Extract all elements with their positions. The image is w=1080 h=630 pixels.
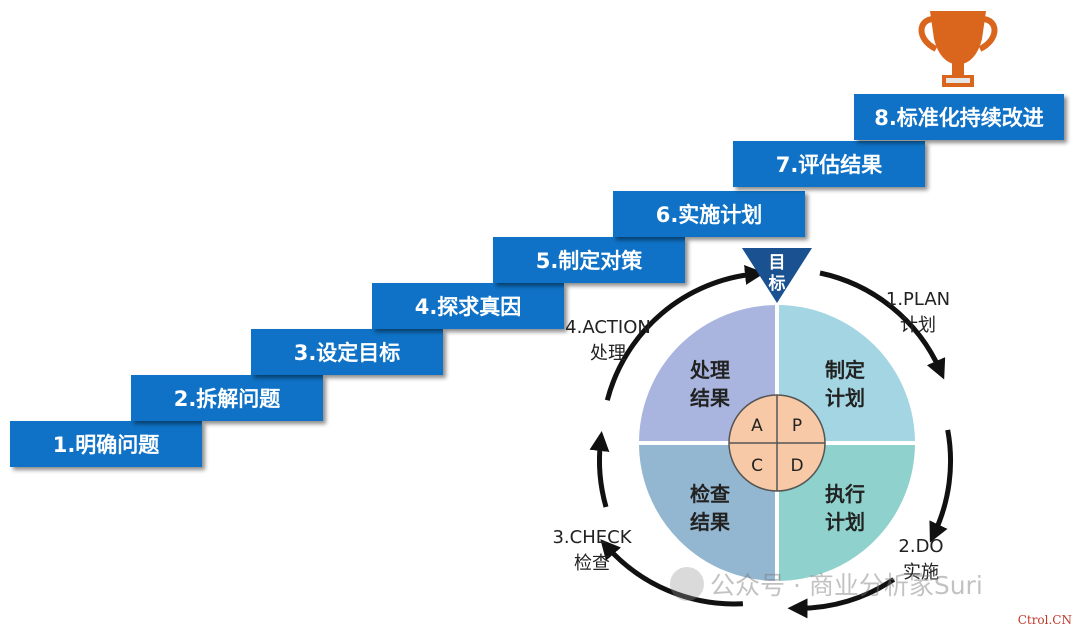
quadrant-bottom-right-label-2: 计划 <box>825 510 865 534</box>
cycle-arrow-icon <box>604 264 765 401</box>
step-8: 8.标准化持续改进 <box>854 94 1064 140</box>
cycle-arrow-icon <box>600 539 744 607</box>
center-letter-d: D <box>790 456 803 476</box>
quadrant-bottom-left <box>637 443 777 583</box>
cycle-arrow-icon <box>589 430 610 508</box>
cycle-arrow-icon <box>819 270 946 380</box>
step-2: 2.拆解问题 <box>131 375 323 421</box>
quadrant-top-left <box>637 303 777 443</box>
step-7: 7.评估结果 <box>733 141 925 187</box>
cycle-label-check-1: 3.CHECK <box>552 527 632 548</box>
step-1: 1.明确问题 <box>10 421 202 467</box>
wechat-icon <box>670 567 704 601</box>
step-3: 3.设定目标 <box>251 329 443 375</box>
cycle-arrows <box>589 264 954 619</box>
step-6: 6.实施计划 <box>613 191 805 237</box>
center-letter-a: A <box>751 416 763 436</box>
step-4: 4.探求真因 <box>372 283 564 329</box>
cycle-arrow-icon <box>929 429 954 543</box>
goal-marker-icon <box>742 248 812 303</box>
cycle-label-action-2: 处理 <box>590 343 626 364</box>
goal-marker-label-1: 目 <box>769 253 786 273</box>
quadrant-bottom-left-label-2: 结果 <box>690 510 730 534</box>
quadrant-bottom-right <box>777 443 917 583</box>
trophy-icon <box>918 11 998 87</box>
cycle-label-do-2: 实施 <box>903 562 939 583</box>
watermark: 公众号 · 商业分析家Suri <box>670 566 983 602</box>
cycle-label-check-2: 检查 <box>574 553 610 574</box>
pdca-cycle-diagram: A P C D 处理 结果 制定 计划 检查 结果 执行 计划 1.PLAN 计… <box>552 248 954 619</box>
quadrant-top-right <box>777 303 917 443</box>
cycle-label-do-1: 2.DO <box>898 536 943 557</box>
center-letter-p: P <box>792 416 802 436</box>
cycle-label-plan-1: 1.PLAN <box>886 289 950 310</box>
cycle-label-plan-2: 计划 <box>900 315 936 336</box>
cycle-arrow-icon <box>787 577 896 619</box>
center-letter-c: C <box>751 456 763 476</box>
cycle-label-action-1: 4.ACTION <box>565 317 651 338</box>
quadrant-bottom-left-label-1: 检查 <box>690 482 730 506</box>
quadrant-top-left-label-2: 结果 <box>690 386 730 410</box>
goal-marker-label-2: 标 <box>769 273 786 294</box>
source-tag: Ctrol.CN <box>1017 613 1072 627</box>
quadrant-top-right-label-2: 计划 <box>825 386 865 410</box>
step-5: 5.制定对策 <box>493 237 685 283</box>
watermark-text: 公众号 · 商业分析家Suri <box>710 571 983 600</box>
quadrant-top-left-label-1: 处理 <box>689 358 730 382</box>
quadrant-bottom-right-label-1: 执行 <box>825 482 865 506</box>
quadrant-top-right-label-1: 制定 <box>825 358 865 382</box>
